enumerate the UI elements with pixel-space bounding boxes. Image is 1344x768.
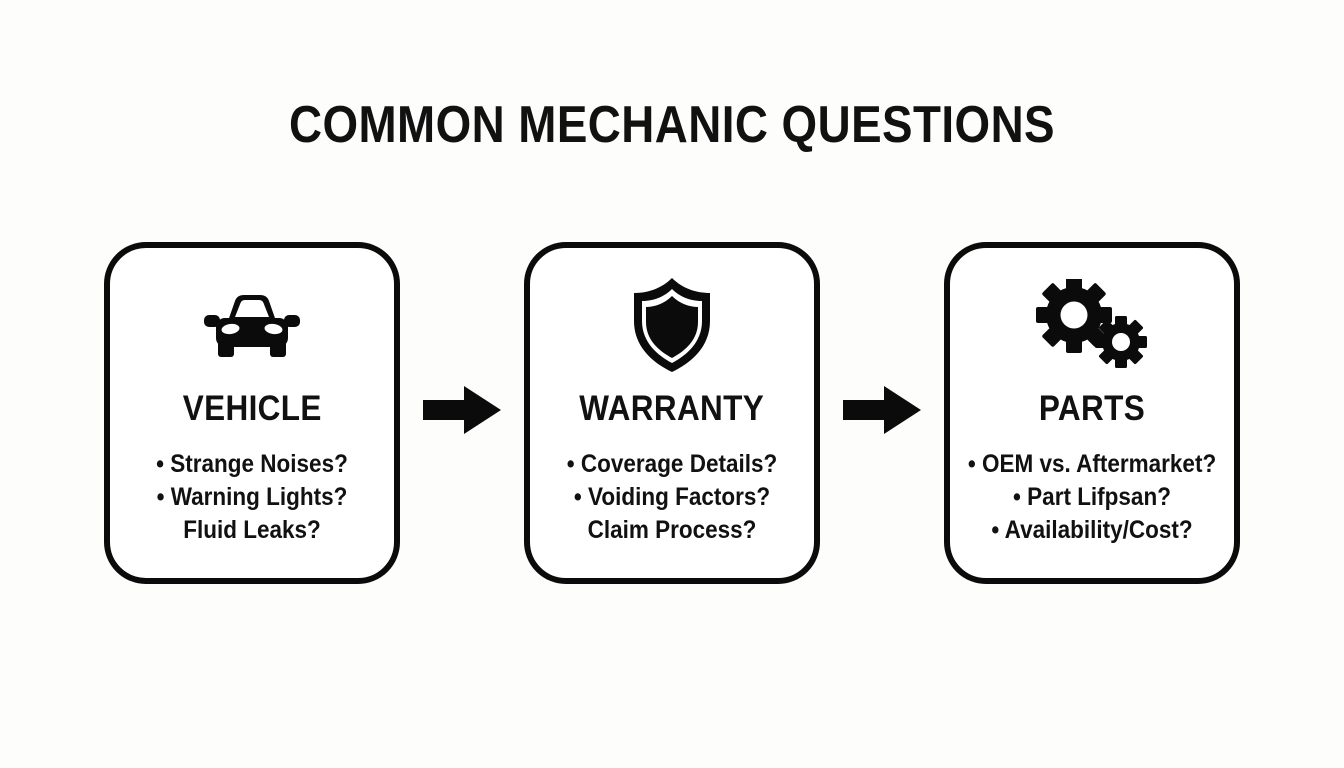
list-item: • Voiding Factors? <box>573 482 771 511</box>
shield-icon <box>631 277 713 378</box>
flow-diagram: VEHICLE • Strange Noises? • Warning Ligh… <box>0 240 1344 585</box>
list-item: Claim Process? <box>587 515 757 544</box>
page-title: COMMON MECHANIC QUESTIONS <box>288 96 1056 154</box>
list-item: Fluid Leaks? <box>183 515 321 544</box>
list-item: • Availability/Cost? <box>991 515 1193 544</box>
card-parts-bullets: • OEM vs. Aftermarket? • Part Lifpsan? •… <box>964 448 1220 547</box>
card-vehicle-bullets: • Strange Noises? • Warning Lights? Flui… <box>124 448 380 547</box>
arrow-1-wrap <box>400 385 524 440</box>
list-item: • Coverage Details? <box>566 449 778 478</box>
car-front-icon <box>204 291 300 364</box>
list-item: • Part Lifpsan? <box>1013 482 1171 511</box>
card-warranty-icon-wrap <box>631 277 713 378</box>
card-warranty-title: WARRANTY <box>579 388 765 428</box>
card-warranty-bullets: • Coverage Details? • Voiding Factors? C… <box>544 448 800 547</box>
card-vehicle-title: VEHICLE <box>182 388 322 428</box>
card-parts-icon-wrap <box>1032 277 1152 376</box>
card-vehicle[interactable]: VEHICLE • Strange Noises? • Warning Ligh… <box>104 241 400 584</box>
list-item: • OEM vs. Aftermarket? <box>967 449 1217 478</box>
list-item: • Warning Lights? <box>156 482 348 511</box>
card-parts[interactable]: PARTS • OEM vs. Aftermarket? • Part Lifp… <box>944 241 1240 584</box>
arrow-right-icon <box>423 385 501 440</box>
list-item: • Strange Noises? <box>156 449 348 478</box>
arrow-right-icon <box>843 385 921 440</box>
card-warranty[interactable]: WARRANTY • Coverage Details? • Voiding F… <box>524 241 820 584</box>
gears-icon <box>1032 277 1152 376</box>
arrow-2-wrap <box>820 385 944 440</box>
card-vehicle-icon-wrap <box>204 280 300 376</box>
card-parts-title: PARTS <box>1038 388 1146 428</box>
